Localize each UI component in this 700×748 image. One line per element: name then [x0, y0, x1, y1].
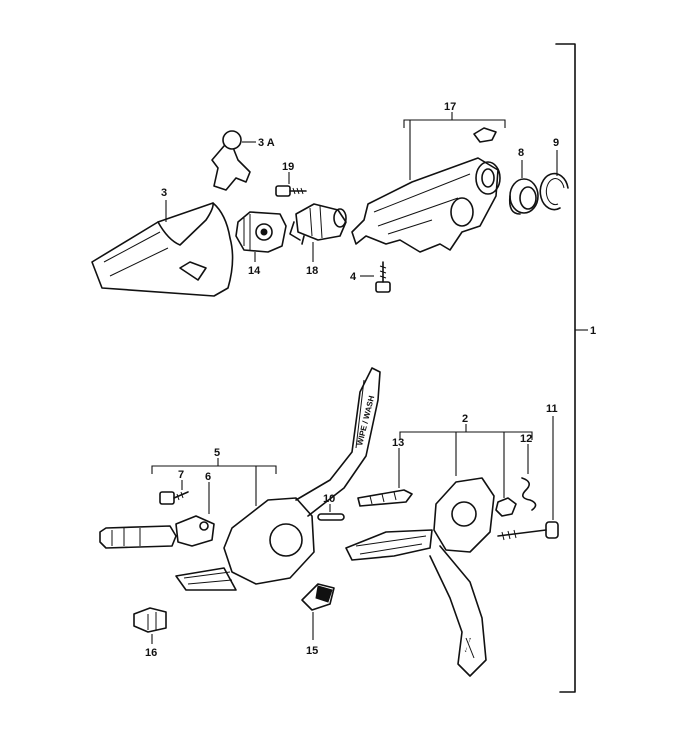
callout-labels: 1 2 3 3 A 4 5 6 7 8 9 10 11 12 13 14 15 …: [145, 101, 596, 659]
part-2-turn-signal-switch: ← →: [345, 477, 495, 677]
part-12-spring: [521, 444, 537, 511]
label-3: 3: [161, 187, 167, 199]
part-5-wiper-switch: WIPE / WASH: [175, 367, 381, 591]
label-7: 7: [178, 469, 184, 481]
label-8: 8: [518, 147, 524, 159]
part-16-plug: [133, 607, 167, 644]
label-5: 5: [214, 447, 220, 459]
label-3a: 3 A: [258, 137, 275, 149]
bracket-5: [151, 458, 277, 506]
label-17: 17: [444, 101, 456, 113]
part-10-pin: [317, 504, 345, 521]
part-3-column-shroud: [91, 200, 234, 297]
part-6-contact-assembly: [99, 482, 215, 549]
part-18-lock-cylinder: [289, 203, 347, 262]
label-9: 9: [553, 137, 559, 149]
part-2-nut: [495, 497, 517, 517]
bracket-2: [399, 424, 533, 498]
part-13-contact-strip: [357, 448, 413, 507]
part-3a-clip: [211, 130, 256, 191]
label-4: 4: [350, 271, 357, 283]
label-19: 19: [282, 161, 294, 173]
label-1: 1: [590, 325, 596, 337]
label-13: 13: [392, 437, 404, 449]
label-10: 10: [323, 493, 335, 505]
label-18: 18: [306, 265, 318, 277]
part-4-bolt: [360, 261, 391, 293]
bracket-1: [555, 43, 588, 693]
part-14-ignition-switch: [235, 211, 287, 262]
part-11-bolt: [497, 416, 559, 541]
part-15-plug: [301, 583, 335, 640]
label-6: 6: [205, 471, 211, 483]
part-7-screw: [159, 480, 189, 505]
label-14: 14: [248, 265, 261, 277]
label-11: 11: [546, 403, 558, 415]
part-17-lock-housing: [351, 112, 506, 253]
label-12: 12: [520, 433, 532, 445]
part-19-screw: [275, 172, 307, 197]
label-16: 16: [145, 647, 157, 659]
part-9-circlip: [539, 150, 569, 211]
part-8-bearing: [508, 160, 539, 215]
label-15: 15: [306, 645, 318, 657]
label-2: 2: [462, 413, 468, 425]
